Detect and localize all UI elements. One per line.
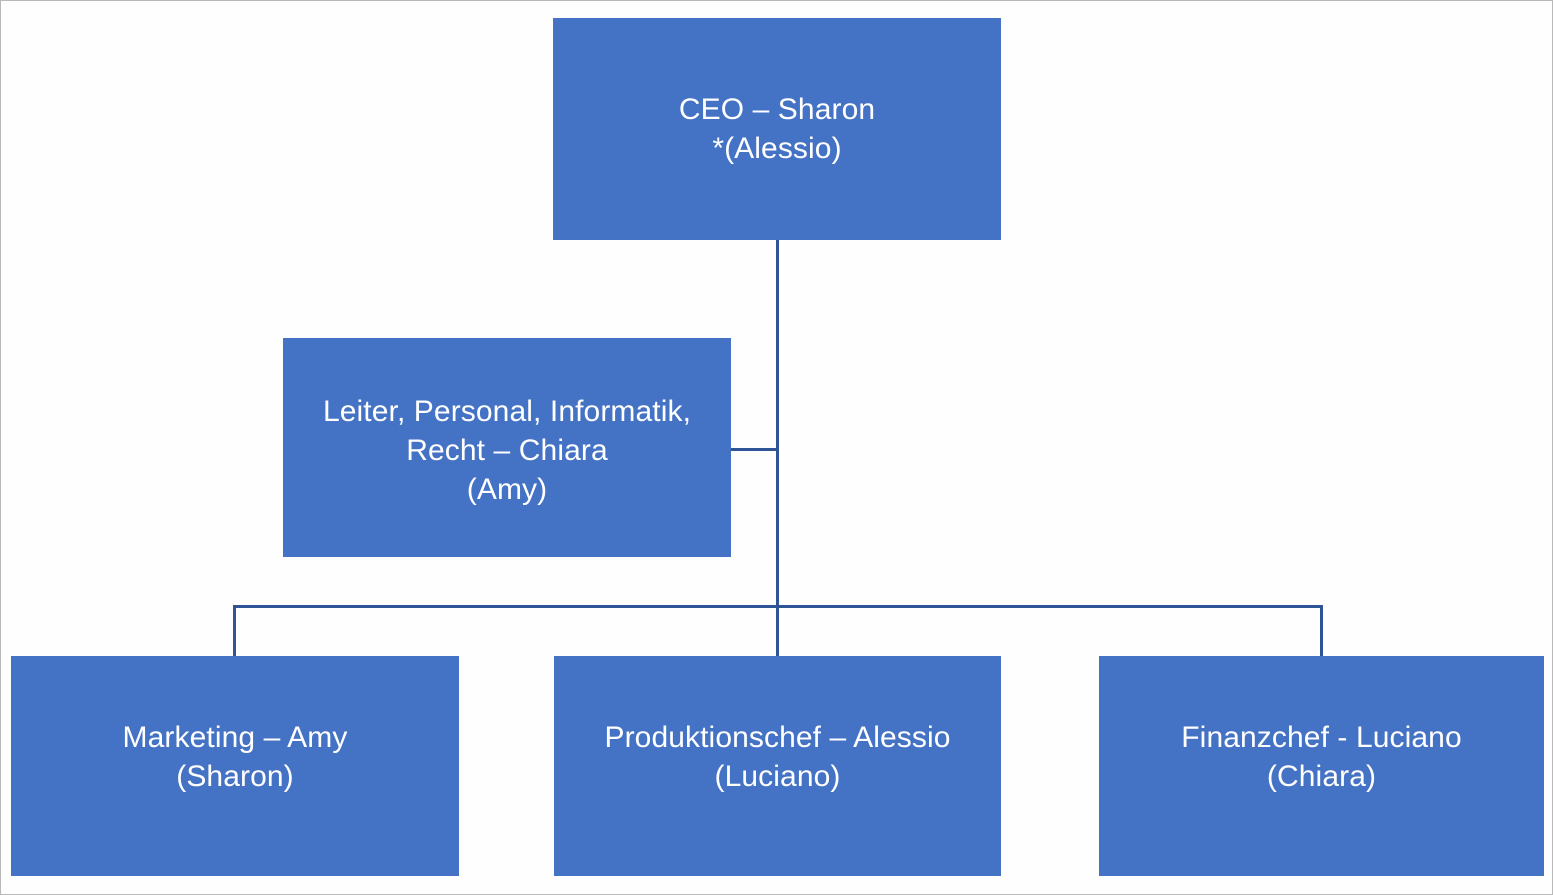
org-node-marketing-label: Marketing – Amy (Sharon): [122, 721, 348, 793]
connector-drop-marketing: [233, 605, 236, 658]
org-node-finanzchef-label: Finanzchef - Luciano (Chiara): [1181, 721, 1462, 793]
org-node-marketing[interactable]: Marketing – Amy (Sharon): [11, 656, 459, 876]
org-node-leiter[interactable]: Leiter, Personal, Informatik, Recht – Ch…: [283, 338, 731, 557]
org-node-leiter-label: Leiter, Personal, Informatik, Recht – Ch…: [322, 395, 692, 506]
org-node-produktionschef-label: Produktionschef – Alessio (Luciano): [604, 721, 951, 793]
connector-ceo-trunk: [776, 240, 779, 719]
org-node-produktionschef[interactable]: Produktionschef – Alessio (Luciano): [554, 656, 1001, 876]
connector-leiter-stub: [731, 448, 779, 451]
org-node-ceo[interactable]: CEO – Sharon *(Alessio): [553, 18, 1001, 240]
org-node-ceo-label: CEO – Sharon *(Alessio): [678, 93, 876, 165]
connector-drop-finanzchef: [1320, 605, 1323, 658]
org-node-finanzchef[interactable]: Finanzchef - Luciano (Chiara): [1099, 656, 1544, 876]
connector-horizontal-bus: [233, 605, 1323, 608]
